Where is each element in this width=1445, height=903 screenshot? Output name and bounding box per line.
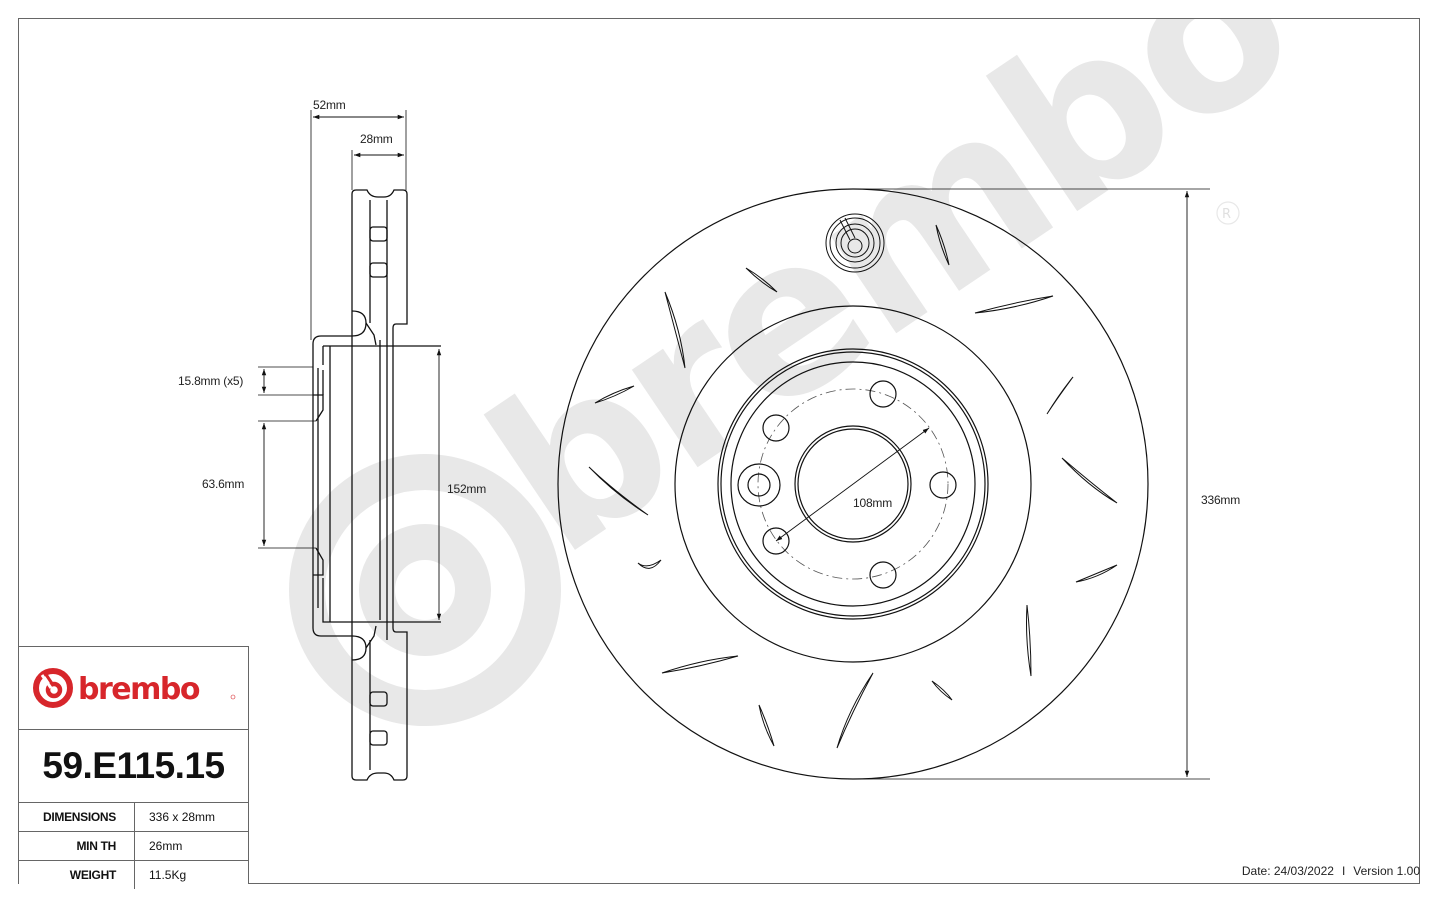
spec-value: 26mm bbox=[149, 839, 183, 853]
dim-hat-diameter: 152mm bbox=[447, 482, 487, 496]
dim-bolt-hole: 15.8mm (x5) bbox=[178, 374, 244, 388]
dim-center-bore: 63.6mm bbox=[202, 477, 245, 491]
footer: Date: 24/03/2022 I Version 1.00 bbox=[1242, 864, 1420, 878]
brembo-logo-icon: brembo bbox=[32, 668, 235, 708]
disc-slots bbox=[588, 224, 1118, 749]
footer-version: Version 1.00 bbox=[1353, 864, 1420, 878]
brembo-watermark: brembo R bbox=[289, 0, 1331, 726]
svg-text:R: R bbox=[1222, 207, 1231, 222]
spec-row-weight: WEIGHT 11.5Kg bbox=[19, 861, 248, 889]
footer-separator: I bbox=[1341, 864, 1346, 878]
spec-value: 336 x 28mm bbox=[149, 810, 216, 824]
spec-label: DIMENSIONS bbox=[19, 803, 135, 831]
spec-label: MIN TH bbox=[19, 832, 135, 860]
dim-disc-thickness: 28mm bbox=[360, 132, 393, 146]
spec-row-min-th: MIN TH 26mm bbox=[19, 832, 248, 861]
title-block: brembo 59.E115.15 DIMENSIONS 336 x 28mm … bbox=[18, 646, 249, 889]
spec-label: WEIGHT bbox=[19, 861, 135, 889]
dim-outer-diameter: 336mm bbox=[1201, 493, 1241, 507]
svg-text:brembo: brembo bbox=[448, 0, 1331, 602]
dim-overall-width: 52mm bbox=[313, 98, 346, 112]
spec-row-dimensions: DIMENSIONS 336 x 28mm bbox=[19, 803, 248, 832]
svg-text:brembo: brembo bbox=[78, 672, 200, 707]
front-view bbox=[557, 188, 1210, 780]
brembo-logo: brembo bbox=[19, 647, 248, 730]
side-view bbox=[258, 110, 442, 781]
dim-pcd: 108mm bbox=[853, 496, 893, 510]
part-number: 59.E115.15 bbox=[19, 730, 248, 803]
footer-date: Date: 24/03/2022 bbox=[1241, 864, 1334, 878]
drawing-frame bbox=[18, 18, 1420, 884]
spec-value: 11.5Kg bbox=[149, 868, 187, 882]
